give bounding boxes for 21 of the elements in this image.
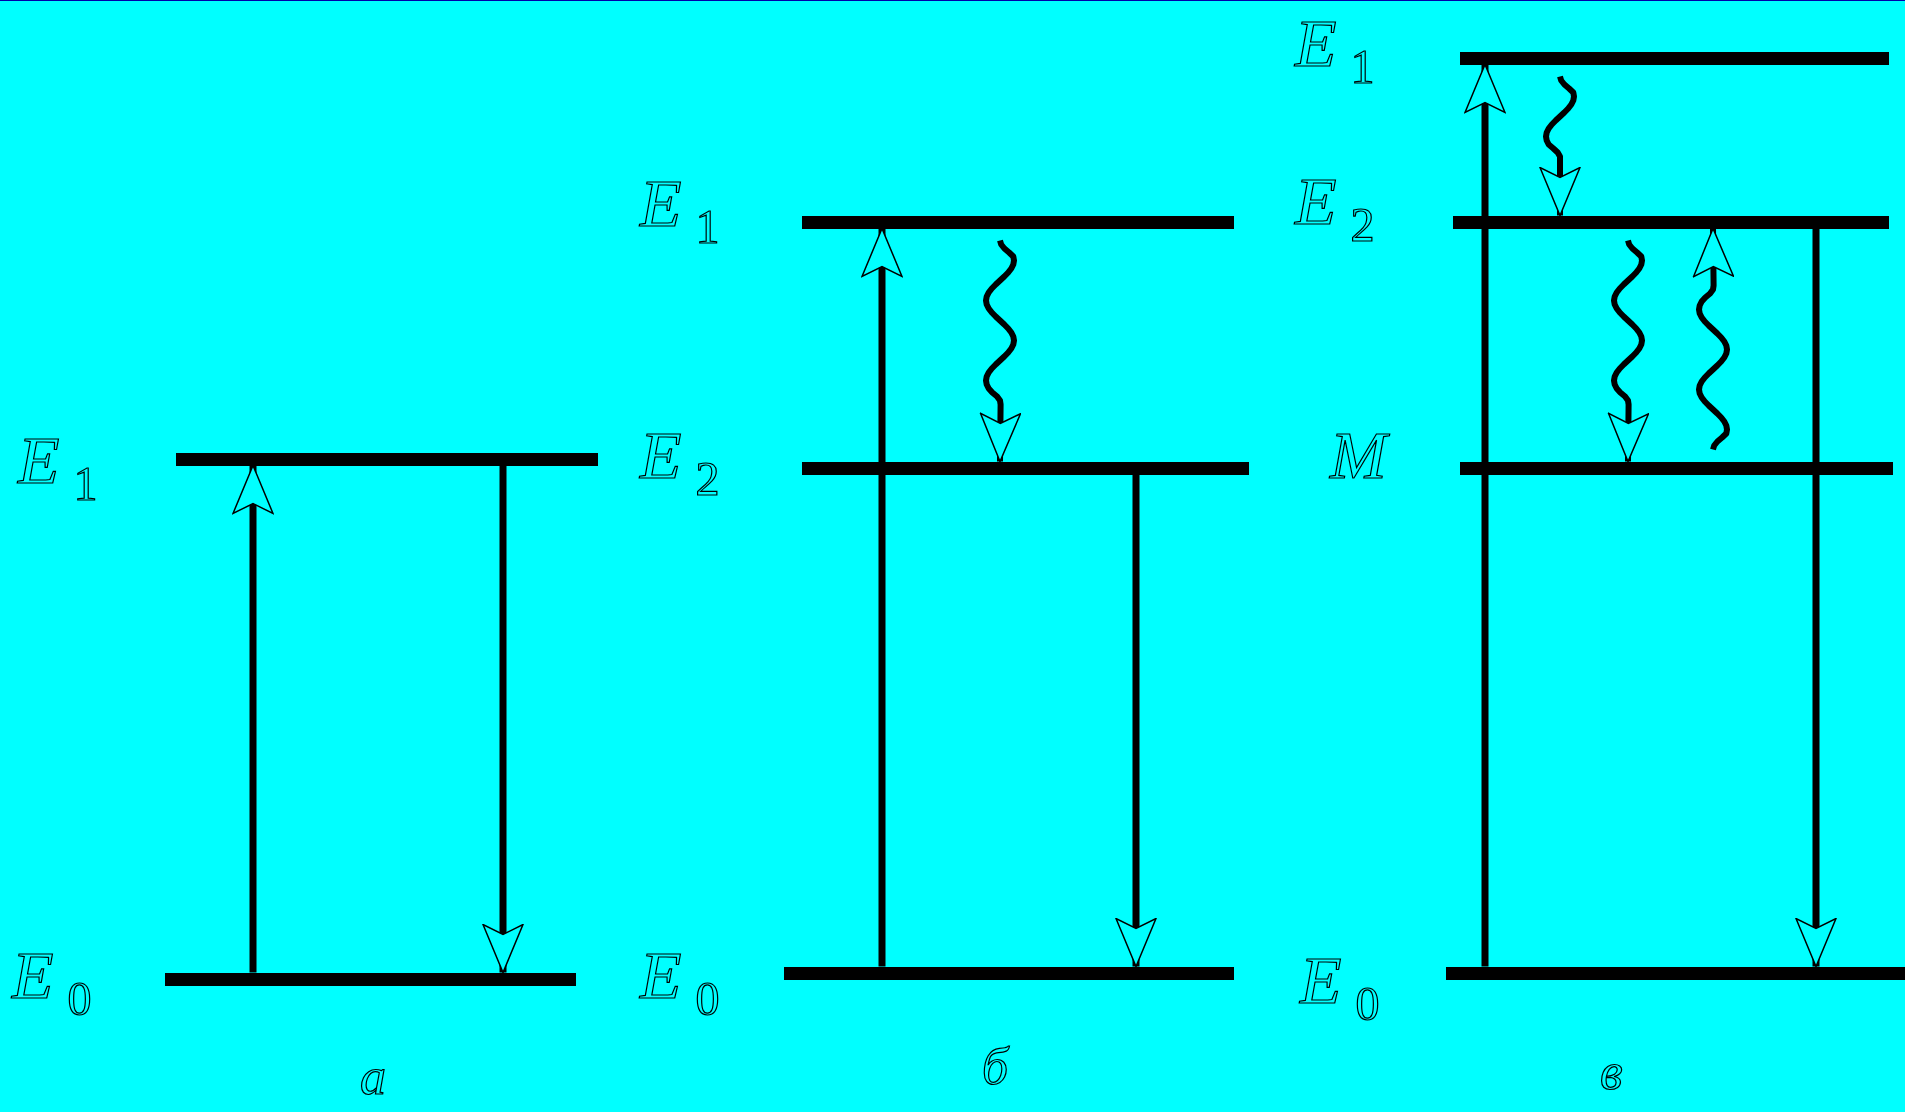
transition-arrow xyxy=(232,464,274,973)
transition-arrow xyxy=(1115,474,1157,968)
wavy-arrow xyxy=(1607,237,1650,463)
level-label: E$_{0}$ xyxy=(12,941,92,1023)
level-label: E$_{1}$ xyxy=(640,169,720,251)
level-label: E$_{2}$ xyxy=(1295,167,1375,249)
wavy-arrow xyxy=(979,237,1022,463)
wavy-arrow xyxy=(1692,227,1735,453)
panel-label: а xyxy=(360,1051,386,1103)
transition-arrow xyxy=(482,465,524,974)
transition-arrow xyxy=(861,227,903,967)
level-label: E$_{0}$ xyxy=(1300,946,1380,1028)
level-label: E$_{2}$ xyxy=(640,421,720,503)
transition-arrow xyxy=(1464,63,1506,967)
level-label: E$_{1}$ xyxy=(18,426,98,508)
level-label: E$_{1}$ xyxy=(1295,9,1375,91)
level-label: E$_{0}$ xyxy=(640,941,720,1023)
transition-arrow xyxy=(1795,228,1837,968)
wavy-arrow xyxy=(1539,73,1581,217)
panel-label: в xyxy=(1600,1046,1623,1098)
panel-label: б xyxy=(982,1041,1009,1093)
